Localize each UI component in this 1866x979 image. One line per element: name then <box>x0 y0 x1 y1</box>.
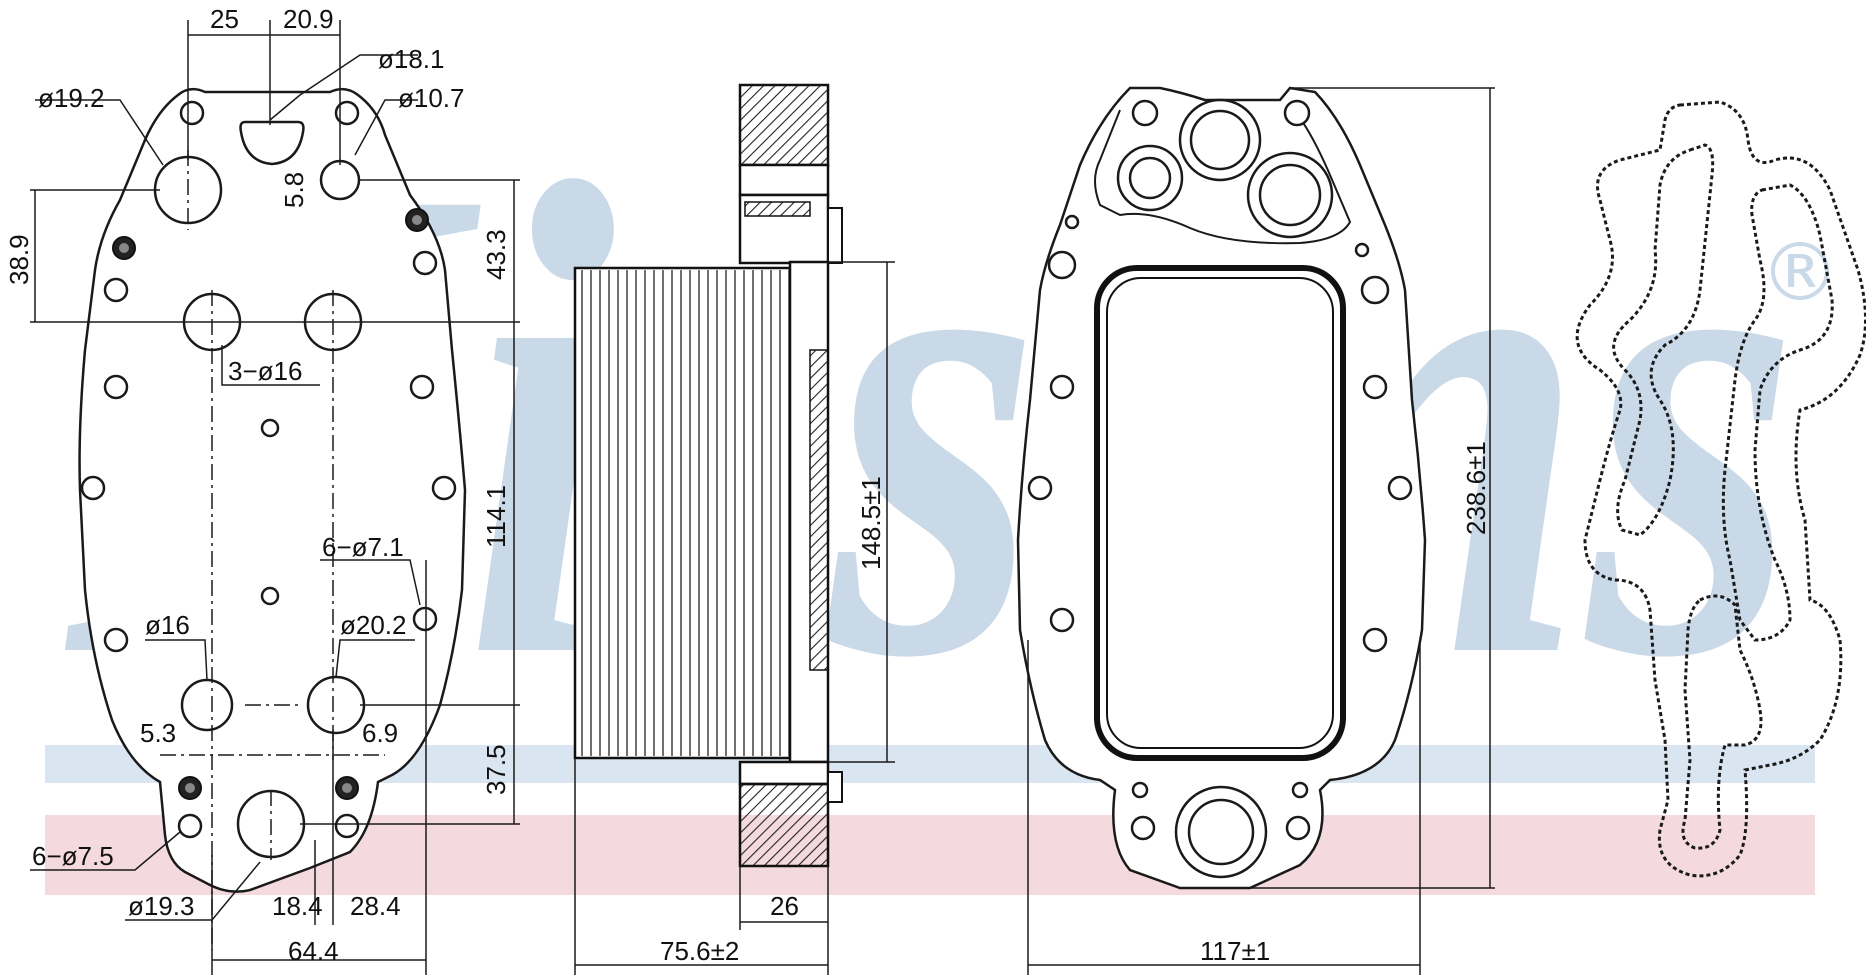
back-seal-window <box>1094 265 1346 761</box>
back-seal-window-inner <box>1106 277 1334 749</box>
front-dimension-lines <box>30 20 520 975</box>
dim-37-5: 37.5 <box>481 744 511 795</box>
back-view: 238.6±1 117±1 <box>1016 86 1495 975</box>
gasket-inner-bottom <box>1681 594 1763 850</box>
dim-114-1: 114.1 <box>481 485 511 548</box>
dim-d19-3: ø19.3 <box>128 891 195 921</box>
side-bottom-flange <box>738 782 830 868</box>
dim-75-6: 75.6±2 <box>660 936 739 966</box>
back-bolt-holes <box>1027 99 1413 841</box>
dim-6-d7-5: 6−ø7.5 <box>32 841 114 871</box>
front-dimension-text: 25 20.9 ø18.1 ø19.2 ø10.7 5.8 38.9 43.3 … <box>4 4 511 966</box>
port-d20-2 <box>306 675 366 735</box>
dim-18-4: 18.4 <box>272 891 323 921</box>
dim-3-d16: 3−ø16 <box>228 356 302 386</box>
dim-5-3: 5.3 <box>140 718 176 748</box>
dim-d18-1: ø18.1 <box>378 44 445 74</box>
dim-64-4: 64.4 <box>288 936 339 966</box>
back-view-outline <box>1016 86 1427 890</box>
gasket-inner-right <box>1721 183 1834 642</box>
dim-26: 26 <box>770 891 799 921</box>
dim-38-9: 38.9 <box>4 234 34 285</box>
front-center-lines <box>160 150 385 950</box>
side-finned-core <box>573 266 792 760</box>
dim-5-8: 5.8 <box>279 172 309 208</box>
side-top-hatch-strip <box>744 201 811 217</box>
dim-d19-2: ø19.2 <box>38 83 105 113</box>
front-bolt-holes <box>80 100 457 839</box>
dim-43-3: 43.3 <box>481 229 511 280</box>
front-view: 25 20.9 ø18.1 ø19.2 ø10.7 5.8 38.9 43.3 … <box>4 4 520 975</box>
dim-d16: ø16 <box>145 610 190 640</box>
side-bottom-block <box>738 760 830 786</box>
dim-28-4: 28.4 <box>350 891 401 921</box>
side-core-hatch <box>809 349 829 671</box>
front-view-outline <box>78 87 467 893</box>
front-top-slot <box>239 120 305 166</box>
back-inner-flange <box>1094 109 1352 245</box>
dim-238-6: 238.6±1 <box>1461 441 1491 535</box>
side-top-stub <box>827 207 843 264</box>
gasket-outline <box>1575 100 1866 878</box>
back-ports <box>1116 98 1334 879</box>
side-top-flange <box>738 83 830 167</box>
gasket-view <box>1575 100 1866 878</box>
side-view: 148.5±1 26 75.6±2 <box>573 83 895 975</box>
side-top-block <box>738 163 830 197</box>
dim-148-5: 148.5±1 <box>856 476 886 570</box>
port-d16 <box>180 678 234 732</box>
dim-25: 25 <box>210 4 239 34</box>
dim-6-9: 6.9 <box>362 718 398 748</box>
dim-20-9: 20.9 <box>283 4 334 34</box>
dim-117: 117±1 <box>1200 936 1270 966</box>
dim-d20-2: ø20.2 <box>340 610 407 640</box>
port-d10-7 <box>319 159 361 201</box>
dim-6-d7-1: 6−ø7.1 <box>322 532 404 562</box>
dim-d10-7: ø10.7 <box>398 83 465 113</box>
side-bottom-stub <box>827 771 843 803</box>
